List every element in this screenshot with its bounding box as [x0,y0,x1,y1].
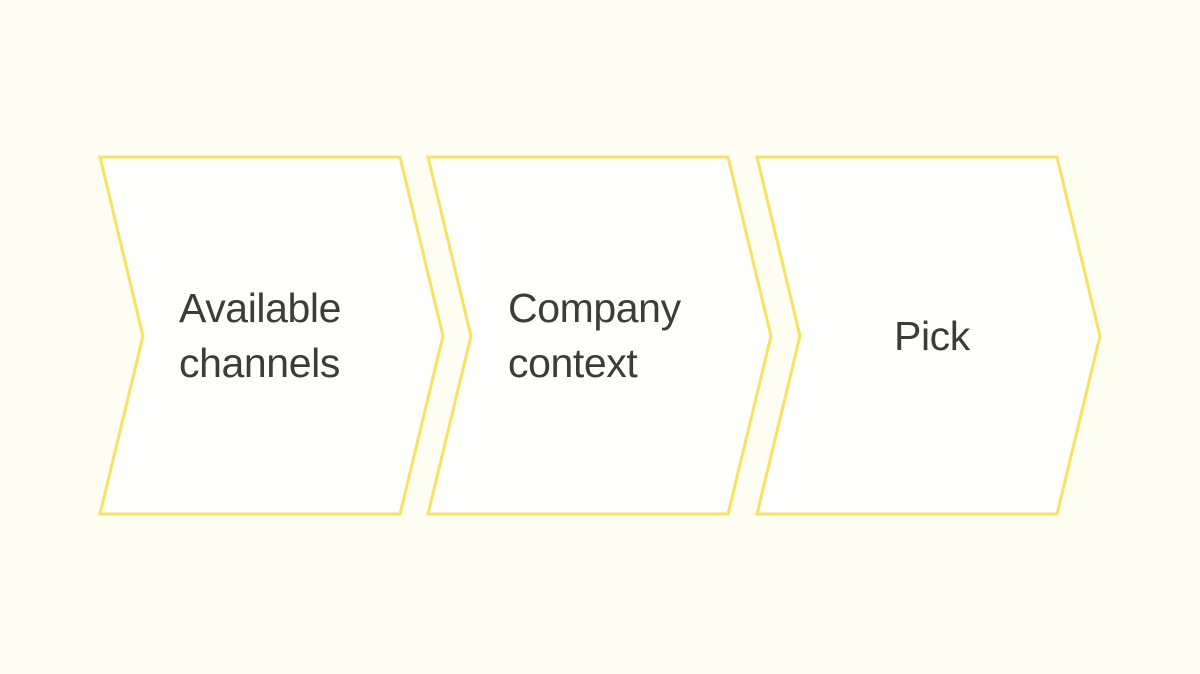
chevron-step-2[interactable] [426,155,773,516]
chevron-step-1[interactable] [98,155,445,516]
chevron-step-3[interactable] [755,155,1102,516]
